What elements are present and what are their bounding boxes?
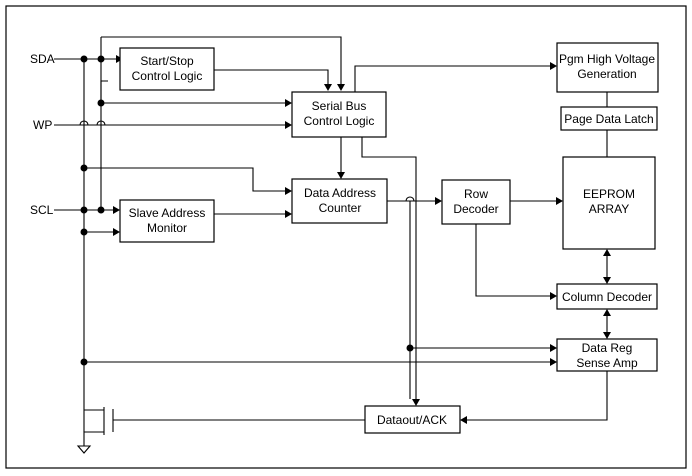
ground-icon [76,445,92,454]
arrow-to-column-decoder [550,292,557,300]
crossing-hump [405,196,415,202]
serial-bus-to-pgm [354,65,550,93]
diagram-frame [5,5,687,469]
arrow-to-data-address-top [337,172,345,179]
arrow-to-row-decoder [435,197,442,205]
serial-bus-block: Serial Bus Control Logic [291,91,387,138]
sda-to-slave-address-branch [100,80,108,103]
data-address-label-2: Counter [319,201,362,215]
data-address-label-1: Data Address [304,186,376,200]
data-reg-label-2: Sense Amp [576,356,638,370]
start-stop-block: Start/Stop Control Logic [119,47,215,91]
row-decoder-label-1: Row [464,187,488,201]
arrow-start-stop-serial-bus [324,84,332,91]
arrow-scl-slave [113,206,120,214]
junction-dot [97,206,105,214]
column-decoder-block: Column Decoder [556,283,658,310]
serial-bus-label-1: Serial Bus [312,99,367,113]
page-data-latch-label: Page Data Latch [564,112,653,126]
junction-dot [80,358,88,366]
sda-to-serial-bus [101,36,342,84]
arrow-bus-data-reg [550,358,557,366]
slave-address-label-2: Monitor [147,221,187,235]
crossing-hump [96,120,106,126]
junction-dot [97,55,105,63]
junction-dot [97,99,105,107]
scl-label: SCL [30,203,54,217]
arrow-sda-serial-bus-side [285,99,292,107]
dataout-ack-block: Dataout/ACK [364,405,461,434]
start-stop-label-2: Control Logic [132,69,203,83]
arrow-column-down [603,277,611,284]
data-reg-to-dataout [467,371,608,421]
page-data-latch-block: Page Data Latch [560,106,658,131]
arrow-eeprom-up [603,249,611,256]
arrow-datareg-dataout [460,416,467,424]
junction-dot [80,164,88,172]
arrow-datareg-down [603,332,611,339]
eeprom-array-block: EEPROM ARRAY [562,156,656,250]
pgm-label-1: Pgm High Voltage [559,52,655,66]
column-decoder-label: Column Decoder [562,290,652,304]
scl-to-data-address [84,167,285,192]
sda-label: SDA [30,52,55,66]
start-stop-to-serial-bus [214,69,329,84]
junction-dot [80,228,88,236]
start-stop-label-1: Start/Stop [140,54,194,68]
slave-address-label-1: Slave Address [129,206,206,220]
slave-address-block: Slave Address Monitor [119,199,215,243]
dataout-ack-label: Dataout/ACK [377,413,447,427]
arrow-slave-data-address [285,210,292,218]
serial-bus-label-2: Control Logic [304,114,375,128]
row-decoder-label-2: Decoder [453,202,498,216]
serial-bus-to-dataout [361,137,417,399]
wp-label: WP [33,118,52,132]
arrow-column-up [603,309,611,316]
row-to-column-decoder [475,224,550,297]
arrow-address-data-reg [550,344,557,352]
pgm-high-voltage-block: Pgm High Voltage Generation [556,42,659,93]
data-reg-block: Data Reg Sense Amp [556,338,658,372]
junctions [80,55,414,366]
arrow-wp-serial-bus [285,121,292,129]
arrow-sda-serial-bus [337,84,345,91]
crossing-hump [79,120,89,126]
data-reg-label-1: Data Reg [582,341,633,355]
arrow-to-eeprom [556,197,563,205]
junction-dot [80,206,88,214]
junction-dot [406,344,414,352]
arrow-to-pgm [550,62,557,70]
data-address-block: Data Address Counter [291,178,388,224]
junction-dot [80,55,88,63]
pgm-label-2: Generation [577,67,636,81]
arrow-to-dataout [412,399,420,406]
arrow-scl-data-address [285,187,292,195]
arrow-bus-slave [113,228,120,236]
transistor-source [83,431,104,446]
crossings [79,120,415,202]
eeprom-label-1: EEPROM [583,187,635,201]
eeprom-label-2: ARRAY [589,202,629,216]
row-decoder-block: Row Decoder [441,179,511,225]
